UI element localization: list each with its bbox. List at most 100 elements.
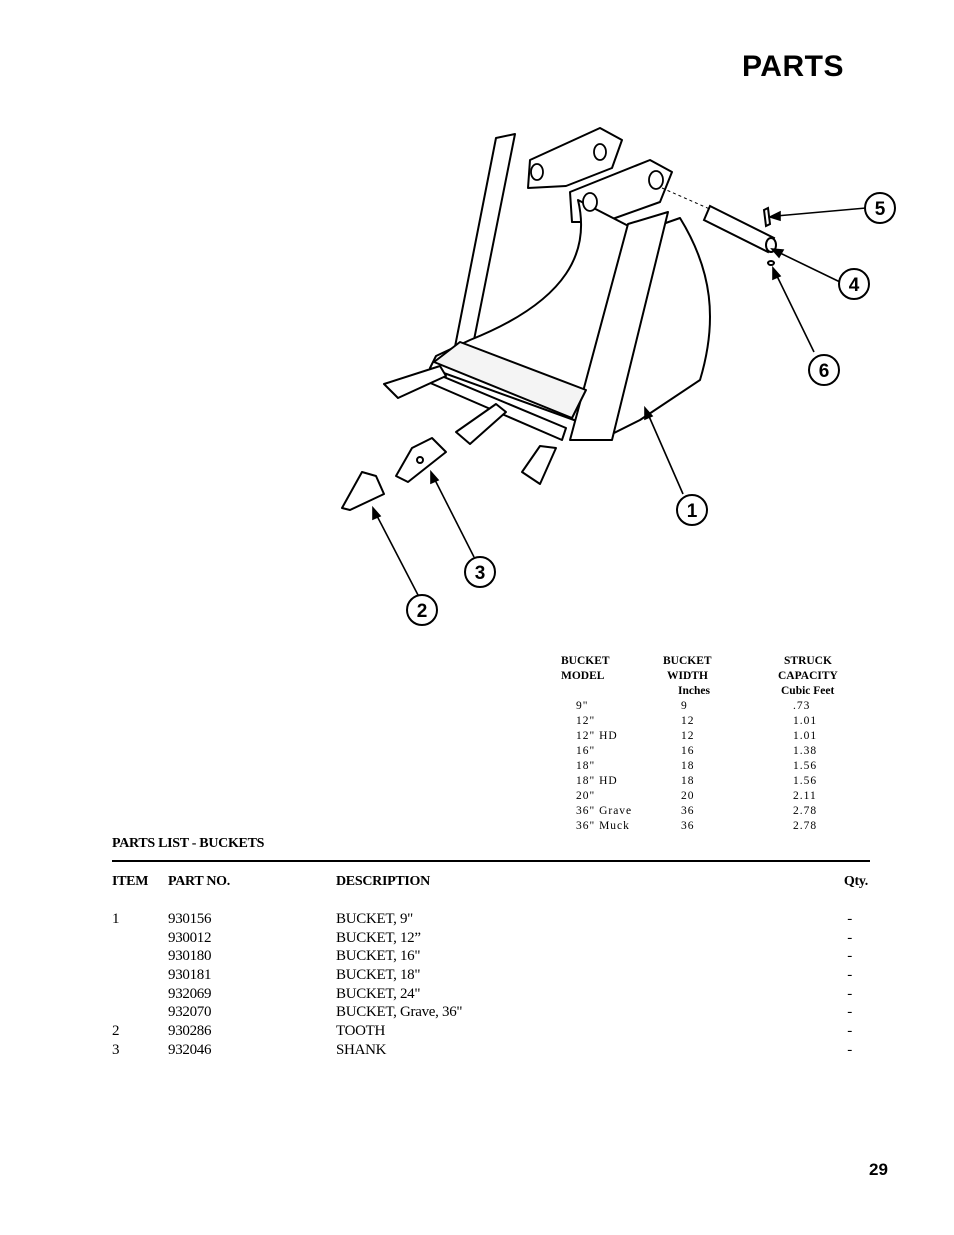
qty-cell: - [847,948,852,965]
column-qty: Qty. [843,874,868,889]
description-cell: SHANK [336,1041,387,1058]
description-cell: BUCKET, 12” [336,929,421,946]
model-cell: 12" HD [576,730,618,742]
column-item: ITEM [112,874,149,889]
callout-4-label: 4 [849,275,860,296]
callout-2 [406,594,438,626]
description-cell: BUCKET, Grave, 36" [336,1004,463,1021]
qty-cell: - [847,967,852,984]
parts-list-header: ITEM PART NO. DESCRIPTION Qty. [112,874,870,894]
callout-5-label: 5 [875,199,886,220]
callout-3 [464,556,496,588]
part-no-cell: 932070 [168,1004,212,1021]
parts-row: 930181 BUCKET, 18" - [112,967,870,986]
parts-row: 930012 BUCKET, 12” - [112,930,870,949]
capacity-cell: .73 [793,700,811,712]
parts-row: 932069 BUCKET, 24" - [112,986,870,1005]
item-cell: 2 [112,1023,120,1040]
parts-list-heading: PARTS LIST - BUCKETS [112,836,265,851]
part-no-cell: 932046 [168,1041,212,1058]
part-no-cell: 930156 [168,911,212,927]
qty-cell: - [847,1041,852,1058]
pivot-pin [702,204,776,254]
model-cell: 20" [576,790,596,802]
callout-4 [838,268,870,300]
callout-6-label: 6 [819,361,830,382]
description-cell: BUCKET, 18" [336,967,421,984]
callout-6 [808,354,840,386]
parts-row: 930180 BUCKET, 16" - [112,948,870,967]
capacity-cell: 1.01 [793,715,818,727]
loose-tooth [341,471,385,511]
width-cell: 12 [681,730,695,742]
width-cell: 18 [681,775,695,787]
part-no-cell: 930012 [168,929,212,946]
header-width-line2: WIDTH [667,670,708,682]
qty-cell: - [847,1023,852,1040]
mount-hole [530,163,544,181]
bucket-exploded-diagram: 5 4 6 1 3 2 [341,127,896,626]
width-cell: 20 [681,790,695,802]
qty-cell: - [847,1004,852,1021]
page-title: PARTS [742,50,844,83]
header-width-line3: Inches [678,685,710,697]
description-cell: BUCKET, 24" [336,985,421,1002]
qty-cell: - [847,929,852,946]
column-part-no: PART NO. [168,874,230,889]
pin-bolt [762,206,772,228]
model-cell: 36" Grave [576,805,633,817]
width-cell: 12 [681,715,695,727]
parts-row: 932070 BUCKET, Grave, 36" - [112,1004,870,1023]
callout-3-label: 3 [475,563,486,584]
width-cell: 16 [681,745,695,757]
header-capacity-line3: Cubic Feet [781,685,835,697]
description-cell: TOOTH [336,1023,386,1040]
description-cell: BUCKET, 16" [336,948,421,965]
pin-nut [767,260,775,266]
bucket-right-arm [569,211,669,441]
capacity-cell: 2.11 [793,790,817,802]
part-no-cell: 930286 [168,1023,212,1040]
callout-1 [676,494,708,526]
mount-hole [648,170,664,190]
header-model-line2: MODEL [561,670,605,682]
mounted-tooth [455,403,507,445]
width-cell: 36 [681,820,695,832]
callout-5 [864,192,896,224]
divider [112,860,870,862]
part-no-cell: 932069 [168,985,212,1002]
part-no-cell: 930180 [168,948,212,965]
model-cell: 18" [576,760,596,772]
capacity-cell: 1.38 [793,745,818,757]
capacity-cell: 1.01 [793,730,818,742]
bucket-floor [433,341,587,419]
width-cell: 9 [681,700,688,712]
model-cell: 9" [576,700,589,712]
header-width-line1: BUCKET [663,655,712,667]
header-capacity-line2: CAPACITY [778,670,838,682]
part-no-cell: 930181 [168,967,212,984]
page-number: 29 [869,1160,888,1179]
capacity-cell: 1.56 [793,760,818,772]
mounted-tooth [383,365,447,399]
header-capacity-line1: STRUCK [784,655,832,667]
model-cell: 36" Muck [576,820,630,832]
bucket-mount-plate-rear [527,127,623,189]
capacity-cell: 2.78 [793,820,818,832]
capacity-cell: 1.56 [793,775,818,787]
description-cell: BUCKET, 9" [336,911,414,927]
model-cell: 16" [576,745,596,757]
qty-cell: - [847,911,852,927]
mount-hole [593,143,607,161]
column-description: DESCRIPTION [336,874,430,889]
mount-hole [582,192,598,212]
qty-cell: - [847,985,852,1002]
callout-2-label: 2 [417,601,428,622]
capacity-cell: 2.78 [793,805,818,817]
mounted-tooth [521,445,557,485]
width-cell: 18 [681,760,695,772]
model-cell: 12" [576,715,596,727]
header-model-line1: BUCKET [561,655,610,667]
